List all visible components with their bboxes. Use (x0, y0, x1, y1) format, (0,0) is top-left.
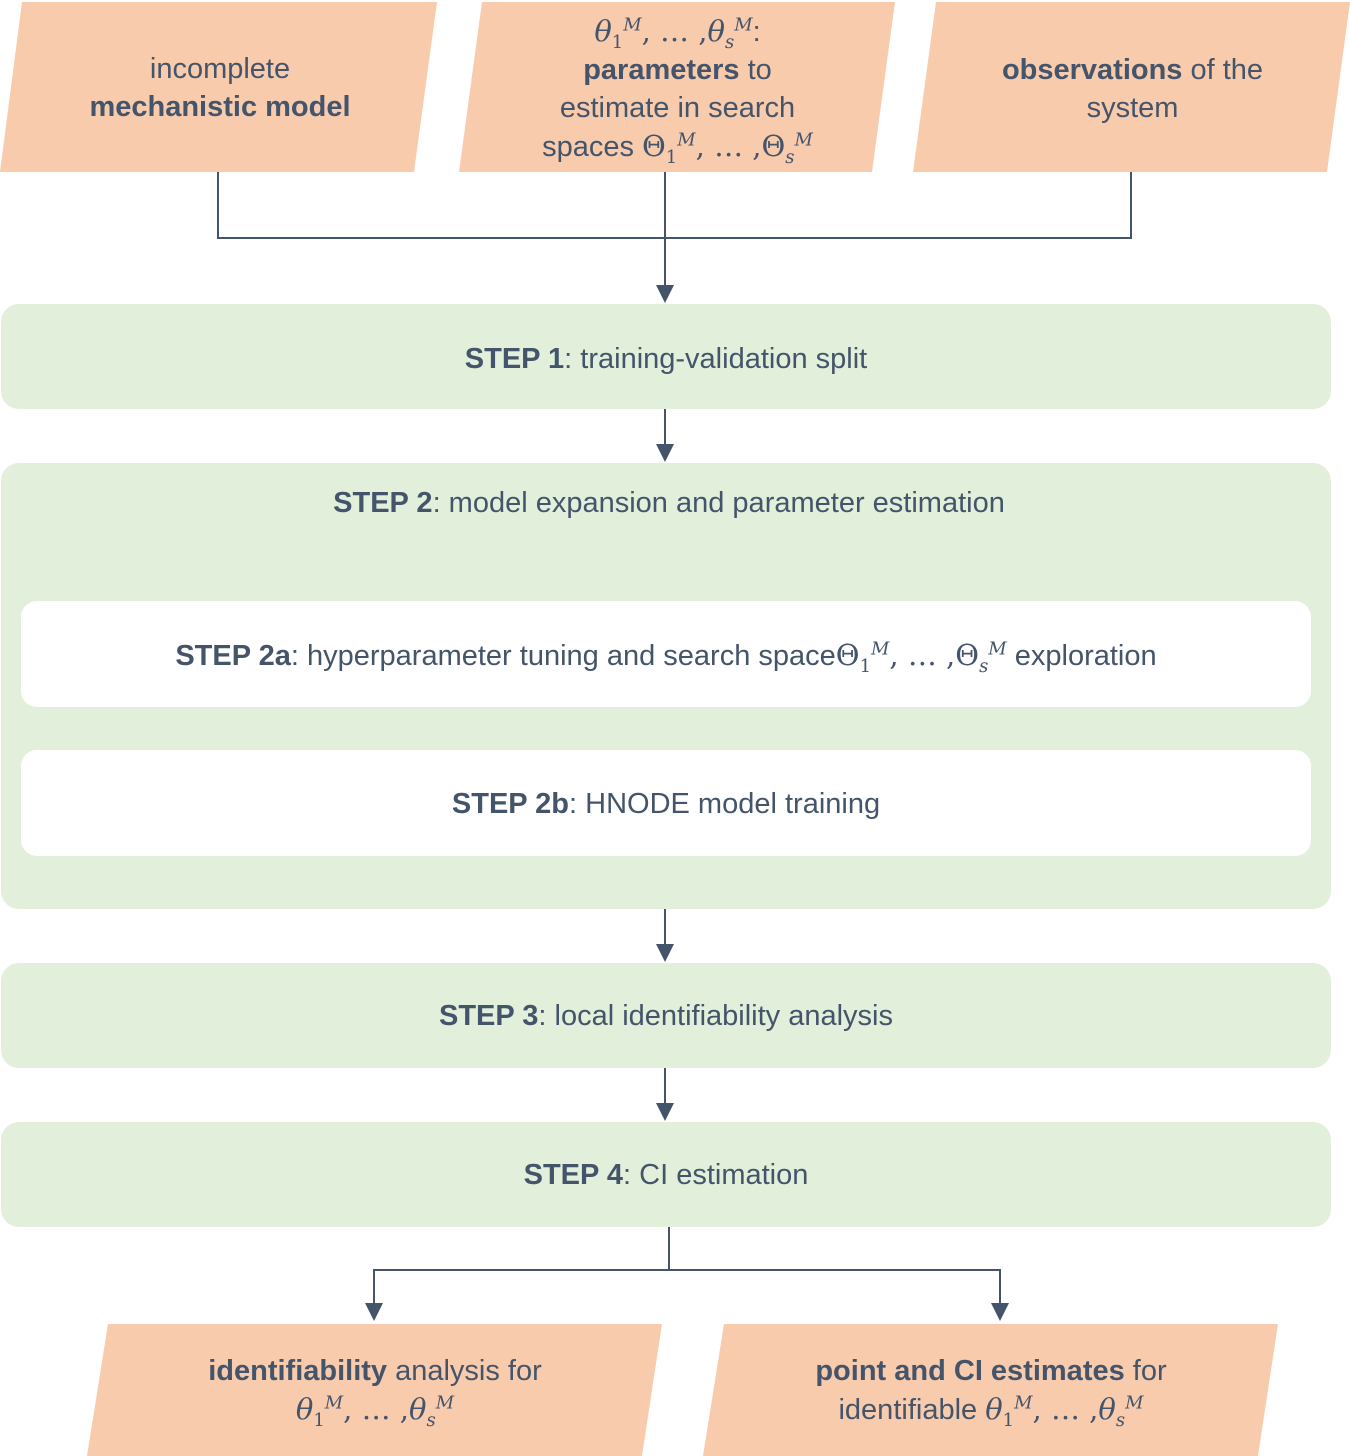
step2a-label: STEP 2a: hyperparameter tuning and searc… (175, 638, 1157, 677)
arrow-to-estimates-output (991, 1303, 1009, 1321)
mechanistic-model-label: incomplete mechanistic model (89, 53, 351, 123)
observations-label: observations of the system (1001, 54, 1264, 124)
step2-label: STEP 2: model expansion and parameter es… (333, 487, 1005, 519)
arrow-to-step1 (656, 285, 674, 303)
input-shape-mechanistic-model (0, 2, 437, 172)
output-split-connector (373, 1227, 1001, 1303)
arrow-to-step3 (656, 944, 674, 962)
step3-box (1, 963, 1331, 1068)
output-shape-identifiability (87, 1324, 662, 1456)
arrow-to-step2 (656, 444, 674, 462)
step2b-box (21, 750, 1311, 856)
step4-label: STEP 4: CI estimation (523, 1159, 809, 1191)
arrow-to-step4 (656, 1103, 674, 1121)
input-shape-observations (913, 2, 1350, 172)
step3-label: STEP 3: local identifiability analysis (438, 1000, 894, 1032)
step1-box (1, 304, 1331, 409)
step2a-box (21, 601, 1311, 707)
parameters-symbols: θ1M, … ,θsM: (594, 14, 761, 53)
step4-box (1, 1122, 1331, 1227)
parameters-label: θ1M, … ,θsM: parameters to estimate in s… (470, 12, 885, 166)
step2b-label: STEP 2b: HNODE model training (451, 788, 881, 820)
input-merge-connector (217, 172, 1132, 285)
input-shape-parameters (459, 2, 895, 172)
estimates-output-label: point and CI estimates for identifiable … (815, 1355, 1167, 1431)
output-shape-estimates (703, 1324, 1278, 1456)
arrow-to-identifiability-output (365, 1303, 383, 1321)
step1-label: STEP 1: training-validation split (464, 343, 868, 375)
identifiability-output-label: identifiability analysis for θ1M, … ,θsM (208, 1355, 542, 1431)
